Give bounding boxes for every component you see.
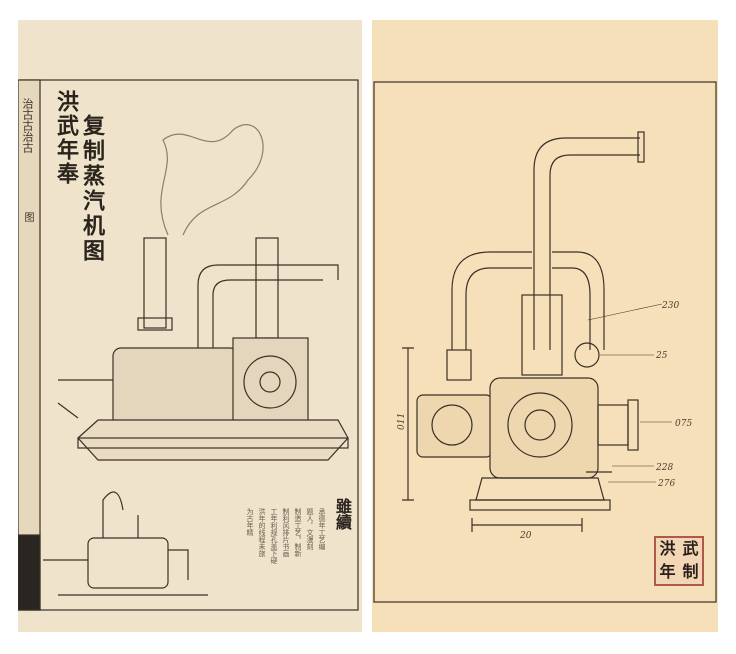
note-heading: 雖續 bbox=[333, 498, 352, 530]
note-line: 承德年工艺编 bbox=[318, 508, 326, 550]
note-line: 工年利规孔盖下硬 bbox=[270, 508, 278, 564]
seal-char: 武 bbox=[682, 539, 699, 558]
seal-char: 年 bbox=[659, 562, 676, 581]
side-label: 治古古治古 bbox=[21, 98, 34, 153]
dim-label-lower1: 228 bbox=[655, 463, 673, 473]
dim-label-flange: 075 bbox=[675, 419, 692, 429]
note-line: 洪年的线程未旅 bbox=[258, 508, 266, 557]
dim-label-width: 20 bbox=[519, 531, 532, 541]
dim-label-height: 011 bbox=[397, 413, 407, 430]
dim-label-valve: 25 bbox=[655, 351, 668, 361]
seal-char: 制 bbox=[682, 562, 699, 581]
left-plate: 洪武年奉 复制蒸汽机图 治古古治古 图 雖續 承德年工艺编 题人，文漫刻 制造工… bbox=[18, 20, 362, 632]
title-main: 复制蒸汽机图 bbox=[79, 114, 105, 264]
side-label-2: 图 bbox=[22, 212, 33, 222]
seal-stamp: 洪 武 年 制 bbox=[654, 536, 704, 586]
dim-label-top: 230 bbox=[661, 301, 679, 311]
note-line: 制利风排片书画 bbox=[282, 508, 290, 557]
note-line: 为古年精 bbox=[246, 508, 254, 536]
note-line: 题人，文漫刻 bbox=[306, 508, 314, 550]
right-plate: 230 25 075 228 276 20 011 洪 武 年 制 bbox=[372, 20, 718, 632]
steam-engine-drawing bbox=[18, 79, 359, 611]
technical-drawing: 230 25 075 228 276 20 011 bbox=[373, 81, 717, 603]
note-line: 制造工艺。制新 bbox=[294, 508, 302, 557]
title-dynasty: 洪武年奉 bbox=[53, 90, 79, 186]
dim-label-lower2: 276 bbox=[657, 479, 675, 489]
plate-border bbox=[373, 81, 717, 603]
seal-char: 洪 bbox=[659, 539, 676, 558]
